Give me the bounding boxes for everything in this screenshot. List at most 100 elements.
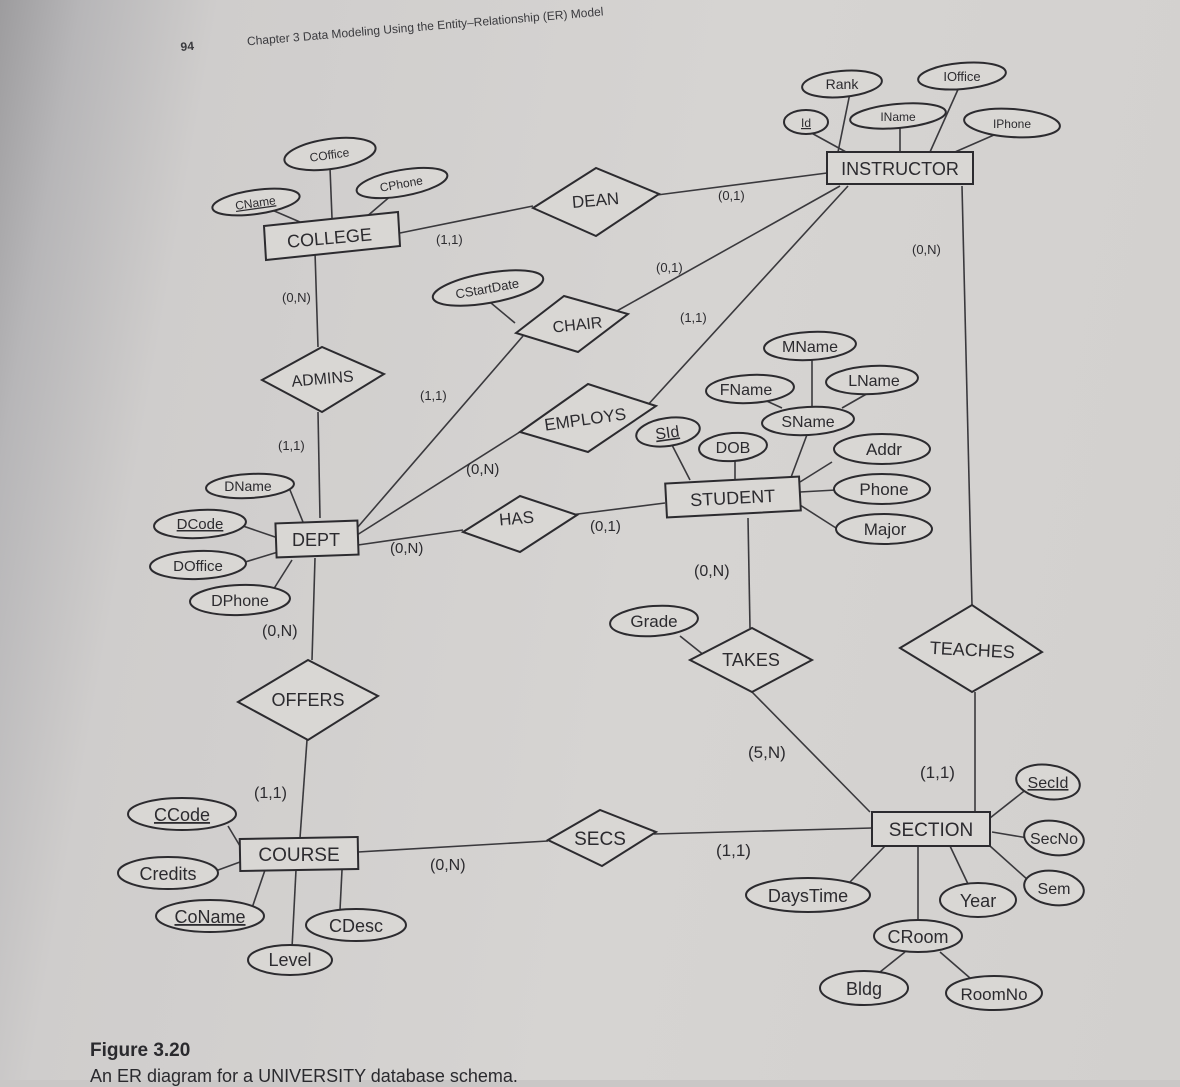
card-dept-has: (0,N)	[390, 540, 423, 557]
card-instructor-teaches: (0,N)	[912, 242, 941, 257]
attr-bldg-label: Bldg	[846, 979, 882, 999]
attr-coname-label: CoName	[174, 907, 245, 927]
attr-id: Id	[783, 109, 829, 135]
attr-lname: LName	[825, 364, 919, 396]
card-instructor-chair: (0,1)	[656, 260, 683, 275]
attr-secid-label: SecId	[1028, 775, 1069, 792]
attr-ccode: CCode	[127, 797, 237, 831]
card-college-dean: (1,1)	[436, 232, 463, 247]
attr-year-label: Year	[960, 891, 996, 911]
card-dept-offers: (0,N)	[262, 623, 298, 640]
attr-dcode: DCode	[153, 508, 247, 540]
attr-sname-label: SName	[781, 414, 834, 431]
attr-sem: Sem	[1023, 869, 1085, 907]
relationships: DEAN CHAIR ADMINS EMPLOYS HAS OFFERS	[235, 166, 1044, 868]
attr-roomno-label: RoomNo	[960, 985, 1027, 1004]
attr-cstartdate: CStartDate	[431, 269, 545, 307]
entity-section: SECTION	[871, 811, 991, 847]
attr-level: Level	[247, 944, 333, 976]
attr-dphone-label: DPhone	[211, 593, 269, 610]
attr-iphone: IPhone	[963, 107, 1061, 139]
relationship-employs: EMPLOYS	[517, 382, 659, 454]
figure-caption-number: Figure 3.20	[90, 1040, 191, 1061]
attr-ioffice-label: IOffice	[943, 69, 980, 84]
attr-iphone-label: IPhone	[993, 117, 1031, 131]
attr-daystime-label: DaysTime	[768, 886, 848, 906]
attr-croom: CRoom	[873, 919, 963, 953]
attr-mname-label: MName	[782, 339, 838, 356]
attr-addr: Addr	[833, 433, 931, 465]
attr-major: Major	[835, 513, 933, 545]
attr-sid-label: SId	[654, 423, 680, 443]
card-dept-employs: (0,N)	[466, 461, 499, 478]
card-dept-chair: (1,1)	[420, 388, 447, 403]
attr-fname-label: FName	[720, 382, 773, 399]
relationship-secs-label: SECS	[574, 829, 626, 850]
relationship-offers-label: OFFERS	[271, 690, 344, 710]
attr-iname-label: IName	[880, 110, 916, 124]
attr-lname-label: LName	[848, 373, 900, 390]
relationship-takes-label: TAKES	[722, 650, 780, 670]
connector-lines	[209, 84, 1029, 979]
figure-caption-text: An ER diagram for a UNIVERSITY database …	[90, 1066, 518, 1086]
attr-secno: SecNo	[1023, 819, 1085, 857]
relationship-has: HAS	[460, 494, 580, 554]
attr-cdesc-label: CDesc	[329, 916, 383, 936]
relationship-secs: SECS	[545, 808, 659, 868]
entity-student-label: STUDENT	[690, 486, 776, 510]
attr-credits-label: Credits	[139, 864, 196, 884]
card-section-teaches: (1,1)	[920, 763, 955, 782]
attr-ccode-label: CCode	[154, 805, 210, 825]
attr-phone: Phone	[833, 473, 931, 505]
attr-dphone: DPhone	[189, 583, 291, 617]
attr-dname: DName	[205, 472, 295, 500]
attr-iname: IName	[849, 102, 947, 130]
attr-bldg: Bldg	[819, 970, 909, 1006]
attr-coffice: COffice	[283, 136, 377, 172]
card-college-admins: (0,N)	[282, 290, 311, 305]
attr-id-label: Id	[801, 116, 811, 130]
attr-fname: FName	[705, 373, 795, 405]
relationship-has-label: HAS	[498, 508, 534, 530]
attr-level-label: Level	[268, 950, 311, 970]
attr-secid: SecId	[1015, 763, 1081, 801]
entity-section-label: SECTION	[889, 820, 973, 841]
attr-doffice: DOffice	[149, 549, 247, 581]
attr-croom-label: CRoom	[887, 927, 948, 947]
attr-sname: SName	[761, 405, 855, 437]
card-dept-admins: (1,1)	[278, 438, 305, 453]
card-instructor-employs: (1,1)	[680, 310, 707, 325]
entity-student: STUDENT	[664, 475, 802, 519]
attr-sem-label: Sem	[1038, 881, 1071, 898]
relationship-chair: CHAIR	[513, 294, 631, 354]
attr-mname: MName	[763, 330, 857, 362]
attr-rank-label: Rank	[826, 76, 860, 92]
attributes: COffice CName CPhone CStartDate Rank IOf…	[117, 61, 1085, 1011]
attr-cname-label: CName	[234, 193, 277, 213]
attr-doffice-label: DOffice	[173, 558, 223, 575]
attr-daystime: DaysTime	[745, 877, 871, 913]
card-instructor-dean: (0,1)	[718, 188, 745, 203]
card-section-takes: (5,N)	[748, 743, 786, 762]
attr-grade: Grade	[609, 604, 699, 638]
entity-course: COURSE	[238, 835, 360, 873]
relationship-offers: OFFERS	[235, 658, 381, 742]
card-course-secs: (0,N)	[430, 857, 466, 874]
relationship-dean-label: DEAN	[571, 189, 620, 212]
entity-college: COLLEGE	[262, 210, 402, 262]
attr-cname: CName	[211, 187, 301, 217]
attr-cphone: CPhone	[355, 166, 449, 200]
attr-rank: Rank	[801, 69, 883, 99]
relationship-takes: TAKES	[687, 626, 815, 694]
attr-roomno: RoomNo	[945, 975, 1043, 1011]
cardinality-labels: (1,1) (0,1) (0,1) (1,1) (0,N) (0,N) (1,1…	[254, 188, 955, 874]
relationship-admins-label: ADMINS	[291, 368, 354, 390]
card-student-has: (0,1)	[590, 518, 621, 535]
attr-ioffice: IOffice	[917, 61, 1007, 91]
attr-phone-label: Phone	[859, 480, 908, 499]
relationship-dean: DEAN	[530, 166, 662, 238]
entity-dept-label: DEPT	[292, 530, 340, 550]
card-course-offers: (1,1)	[254, 785, 287, 802]
card-section-secs: (1,1)	[716, 841, 751, 860]
